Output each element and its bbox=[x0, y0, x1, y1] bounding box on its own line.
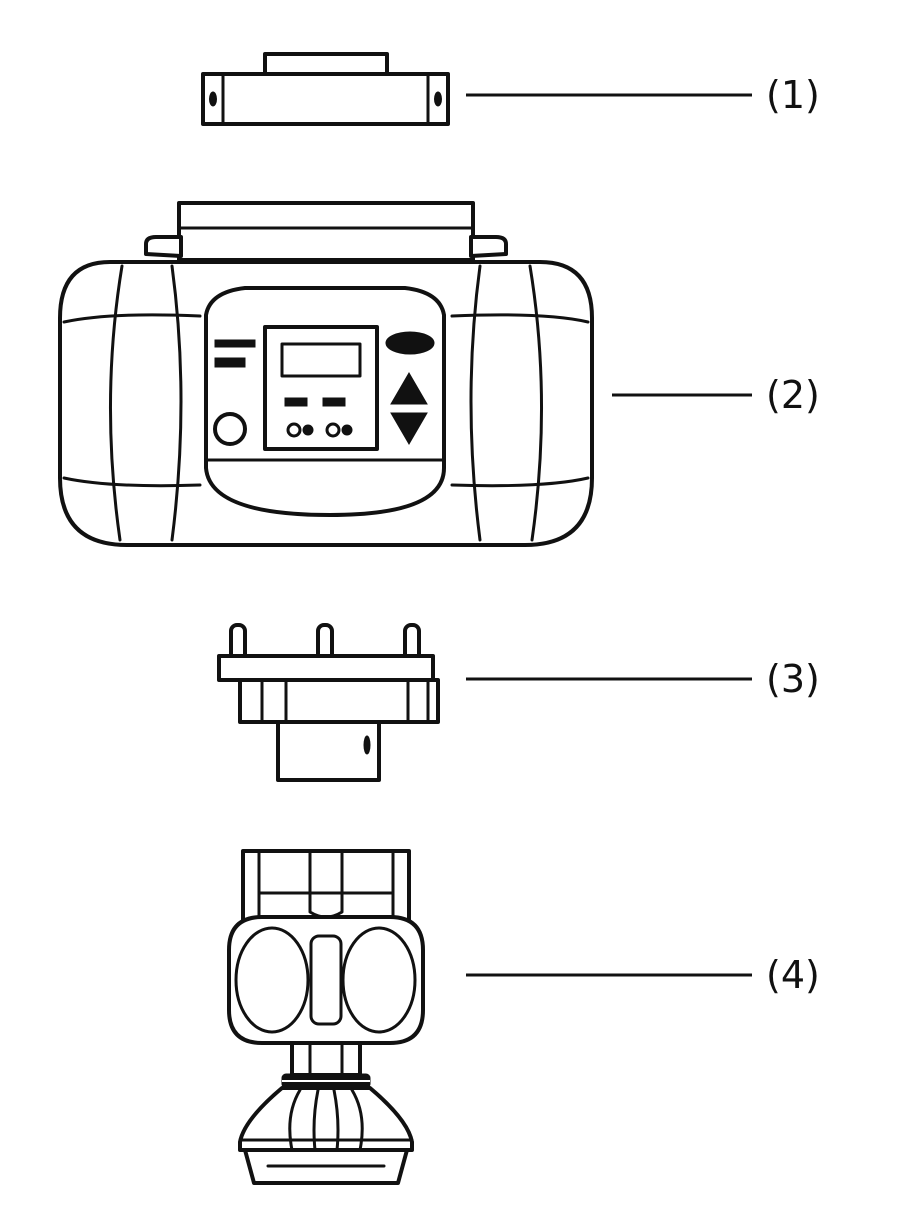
process-adapter-icon bbox=[217, 623, 440, 782]
sensor-antenna-icon bbox=[227, 849, 425, 1185]
cover-cap-icon bbox=[201, 52, 450, 126]
callout-label-2: (2) bbox=[766, 373, 820, 417]
electronics-housing-icon bbox=[58, 201, 594, 547]
callout-label-1: (1) bbox=[766, 73, 820, 117]
callout-label-3: (3) bbox=[766, 657, 820, 701]
callout-label-4: (4) bbox=[766, 953, 820, 997]
